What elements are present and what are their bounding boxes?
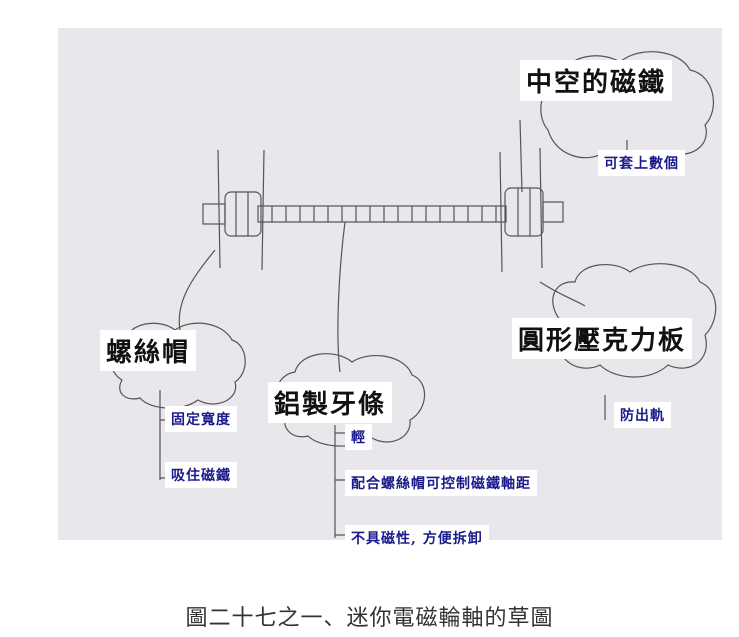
right-magnet bbox=[504, 187, 544, 237]
right-plate-outer bbox=[539, 147, 543, 269]
label-acrylic-plate: 圓形壓克力板 bbox=[512, 318, 693, 359]
note-acrylic-plate: 防出軌 bbox=[614, 402, 671, 428]
right-plate-inner bbox=[499, 151, 503, 273]
bracket-rod bbox=[334, 425, 346, 538]
right-nut bbox=[542, 201, 564, 223]
leader-magnet bbox=[519, 119, 523, 193]
leader-rod bbox=[337, 221, 346, 373]
cloud-rod bbox=[275, 353, 426, 447]
left-nut bbox=[202, 203, 226, 225]
note-aluminum-rod-2: 配合螺絲帽可控制磁鐵軸距 bbox=[345, 470, 537, 496]
left-magnet bbox=[224, 191, 262, 237]
label-hollow-magnet: 中空的磁鐵 bbox=[520, 60, 673, 101]
leader-acrylic bbox=[539, 281, 586, 307]
cloud-acrylic bbox=[552, 263, 717, 378]
label-aluminum-rod: 鋁製牙條 bbox=[268, 382, 393, 423]
label-screw-cap: 螺絲帽 bbox=[100, 330, 197, 371]
note-aluminum-rod-1: 輕 bbox=[345, 424, 372, 450]
rod-threads bbox=[271, 206, 497, 222]
leader-screw bbox=[178, 249, 216, 331]
note-aluminum-rod-3: 不具磁性, 方便拆卸 bbox=[345, 525, 489, 551]
threaded-rod bbox=[257, 205, 507, 223]
left-plate-inner bbox=[261, 149, 265, 271]
figure-caption: 圖二十七之一、迷你電磁輪軸的草圖 bbox=[185, 606, 554, 631]
note-screw-cap-1: 固定寬度 bbox=[165, 406, 237, 432]
sketch-panel bbox=[58, 28, 722, 540]
note-screw-cap-2: 吸住磁鐵 bbox=[165, 462, 237, 488]
left-plate-outer bbox=[217, 149, 221, 269]
note-hollow-magnet: 可套上數個 bbox=[598, 150, 685, 176]
